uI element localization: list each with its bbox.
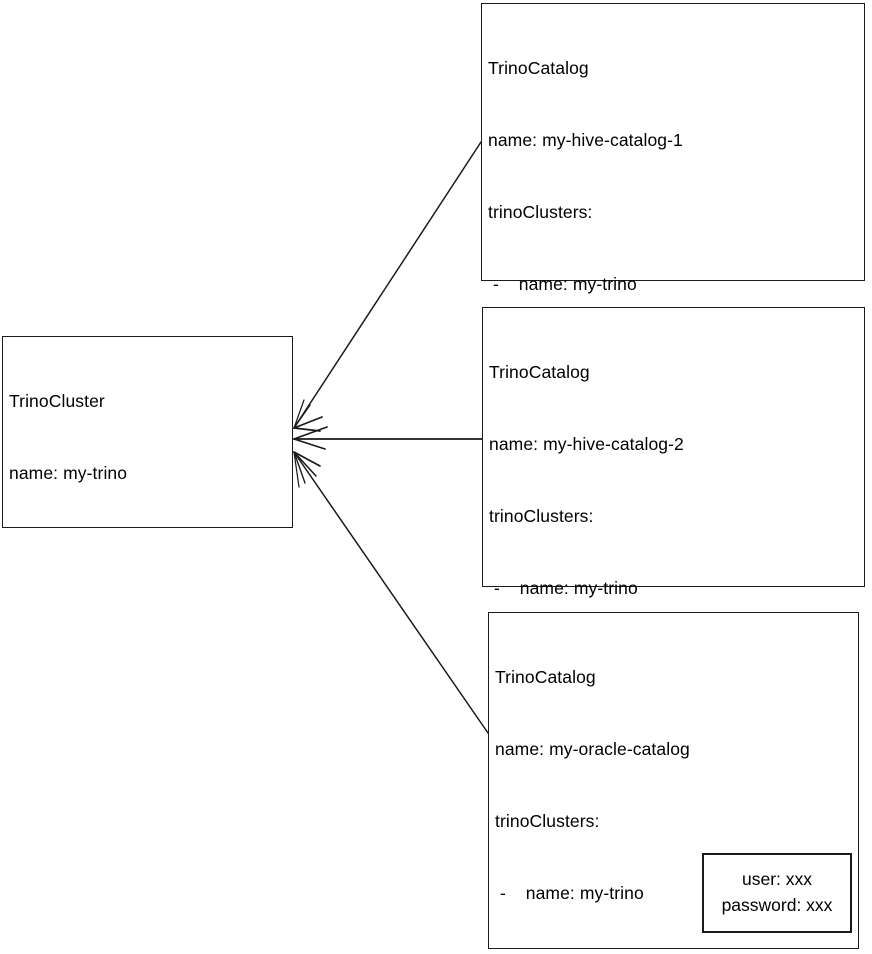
edge-hive-catalog-1-to-cluster	[293, 141, 482, 432]
node-line: trinoClusters:	[489, 506, 594, 526]
node-secret-text: user: xxx password: xxx	[704, 866, 850, 918]
node-line: TrinoCatalog	[488, 58, 589, 78]
node-line: name: my-trino	[9, 463, 128, 483]
node-line: - name: my-trino	[488, 274, 637, 294]
node-line: TrinoCatalog	[495, 667, 596, 687]
edge-oracle-catalog-to-cluster	[293, 451, 489, 734]
node-line: password: xxx	[721, 895, 833, 915]
node-line: name: my-hive-catalog-1	[488, 130, 683, 150]
node-line: name: my-hive-catalog-2	[489, 434, 684, 454]
node-line: user: xxx	[741, 869, 813, 889]
node-line: name: my-oracle-catalog	[495, 739, 690, 759]
edge-hive-catalog-2-to-cluster	[293, 426, 483, 450]
node-line: TrinoCluster	[9, 391, 105, 411]
node-line: trinoClusters:	[495, 811, 600, 831]
node-trino-cluster-text: TrinoCluster name: my-trino	[9, 341, 288, 533]
node-trino-catalog-oracle-text: TrinoCatalog name: my-oracle-catalog tri…	[495, 617, 854, 954]
node-line: - name: my-trino	[495, 883, 644, 903]
node-trino-cluster[interactable]: TrinoCluster name: my-trino	[2, 336, 293, 528]
node-line: trinoClusters:	[488, 202, 593, 222]
node-line: - name: my-trino	[489, 578, 638, 598]
node-trino-catalog-hive-2[interactable]: TrinoCatalog name: my-hive-catalog-2 tri…	[482, 307, 865, 886]
node-trino-catalog-hive-1[interactable]: TrinoCatalog name: my-hive-catalog-1 tri…	[481, 3, 865, 654]
node-secret[interactable]: user: xxx password: xxx	[702, 853, 852, 933]
node-line: TrinoCatalog	[489, 362, 590, 382]
